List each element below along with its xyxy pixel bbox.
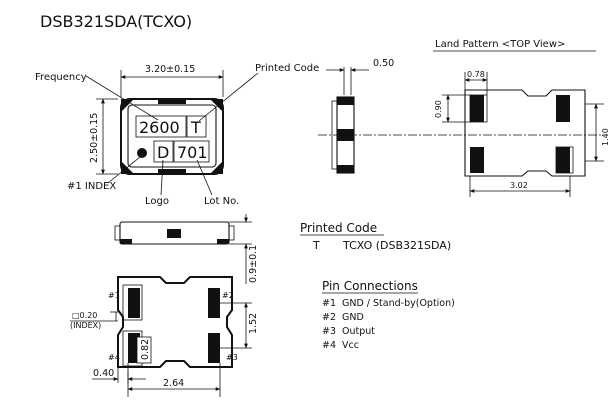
land-pattern: Land Pattern <TOP View> 0.78 0.90 1.40 3… — [433, 39, 610, 197]
label-index: #1 INDEX — [67, 181, 116, 192]
drawing-title: DSB321SDA(TCXO) — [40, 12, 192, 31]
pin-row-2-function: GND — [342, 312, 364, 323]
pin-row-4-function: Vcc — [342, 340, 359, 351]
land-pad-height-dimension: 0.90 — [434, 100, 443, 118]
pad-height-dimension: 0.82 — [140, 339, 151, 360]
pin-row-4-number: #4 — [322, 340, 336, 351]
pin-row-3-function: Output — [342, 326, 375, 337]
label-frequency: Frequency — [35, 72, 87, 83]
pin-3-label: #3 — [226, 353, 238, 362]
printed-code-value: T — [312, 239, 320, 252]
land-overall-dimension: 3.02 — [510, 181, 528, 190]
label-lot: Lot No. — [204, 196, 239, 207]
marking-lot: 701 — [177, 143, 208, 162]
index-dot — [137, 148, 147, 158]
bottom-span-dimension: 2.64 — [163, 378, 184, 389]
marking-frequency: 2600 — [139, 118, 180, 137]
label-printed-code: Printed Code — [255, 63, 319, 74]
pin-1-label: #1 — [108, 291, 120, 300]
pin-row-3-number: #3 — [322, 326, 336, 337]
side-view: 0.50 — [318, 58, 608, 174]
pin-4-label: #4 — [108, 353, 120, 362]
index-size-dimension: □0.20 — [72, 311, 97, 320]
land-pad-width-dimension: 0.78 — [467, 70, 485, 79]
marking-logo: D — [157, 143, 169, 162]
front-view: 0.9±0.1 — [114, 214, 259, 284]
pad-width-dimension: 0.40 — [93, 368, 114, 379]
land-pattern-title: Land Pattern <TOP View> — [435, 39, 565, 50]
pin-2-label: #2 — [222, 291, 234, 300]
bottom-view: #1 #2 #3 #4 □0.20 (INDEX) 0.82 1.52 0.40… — [70, 276, 259, 397]
printed-code-section: Printed Code T TCXO (DSB321SDA) — [300, 221, 451, 252]
pin-connections-heading: Pin Connections — [322, 279, 418, 293]
bottom-pitch-dimension: 1.52 — [248, 313, 259, 334]
land-pitch-dimension: 1.40 — [601, 128, 610, 146]
pin-row-1-number: #1 — [322, 298, 336, 309]
side-thickness-dimension: 0.50 — [373, 58, 394, 69]
pin-row-1-function: GND / Stand-by(Option) — [342, 298, 455, 309]
top-view: 3.20±0.15 2.50±0.15 2600 T D 701 Frequen… — [35, 63, 319, 207]
pad-height-box — [136, 336, 152, 364]
top-width-dimension: 3.20±0.15 — [145, 64, 195, 75]
front-height-dimension: 0.9±0.1 — [248, 245, 259, 283]
pin-row-2-number: #2 — [322, 312, 336, 323]
label-logo: Logo — [145, 196, 169, 207]
pin-connections-section: Pin Connections #1 GND / Stand-by(Option… — [322, 279, 455, 351]
printed-code-heading: Printed Code — [300, 221, 377, 235]
printed-code-description: TCXO (DSB321SDA) — [342, 239, 451, 252]
marking-code: T — [190, 118, 201, 137]
index-label: (INDEX) — [70, 321, 101, 330]
top-height-dimension: 2.50±0.15 — [89, 113, 100, 163]
